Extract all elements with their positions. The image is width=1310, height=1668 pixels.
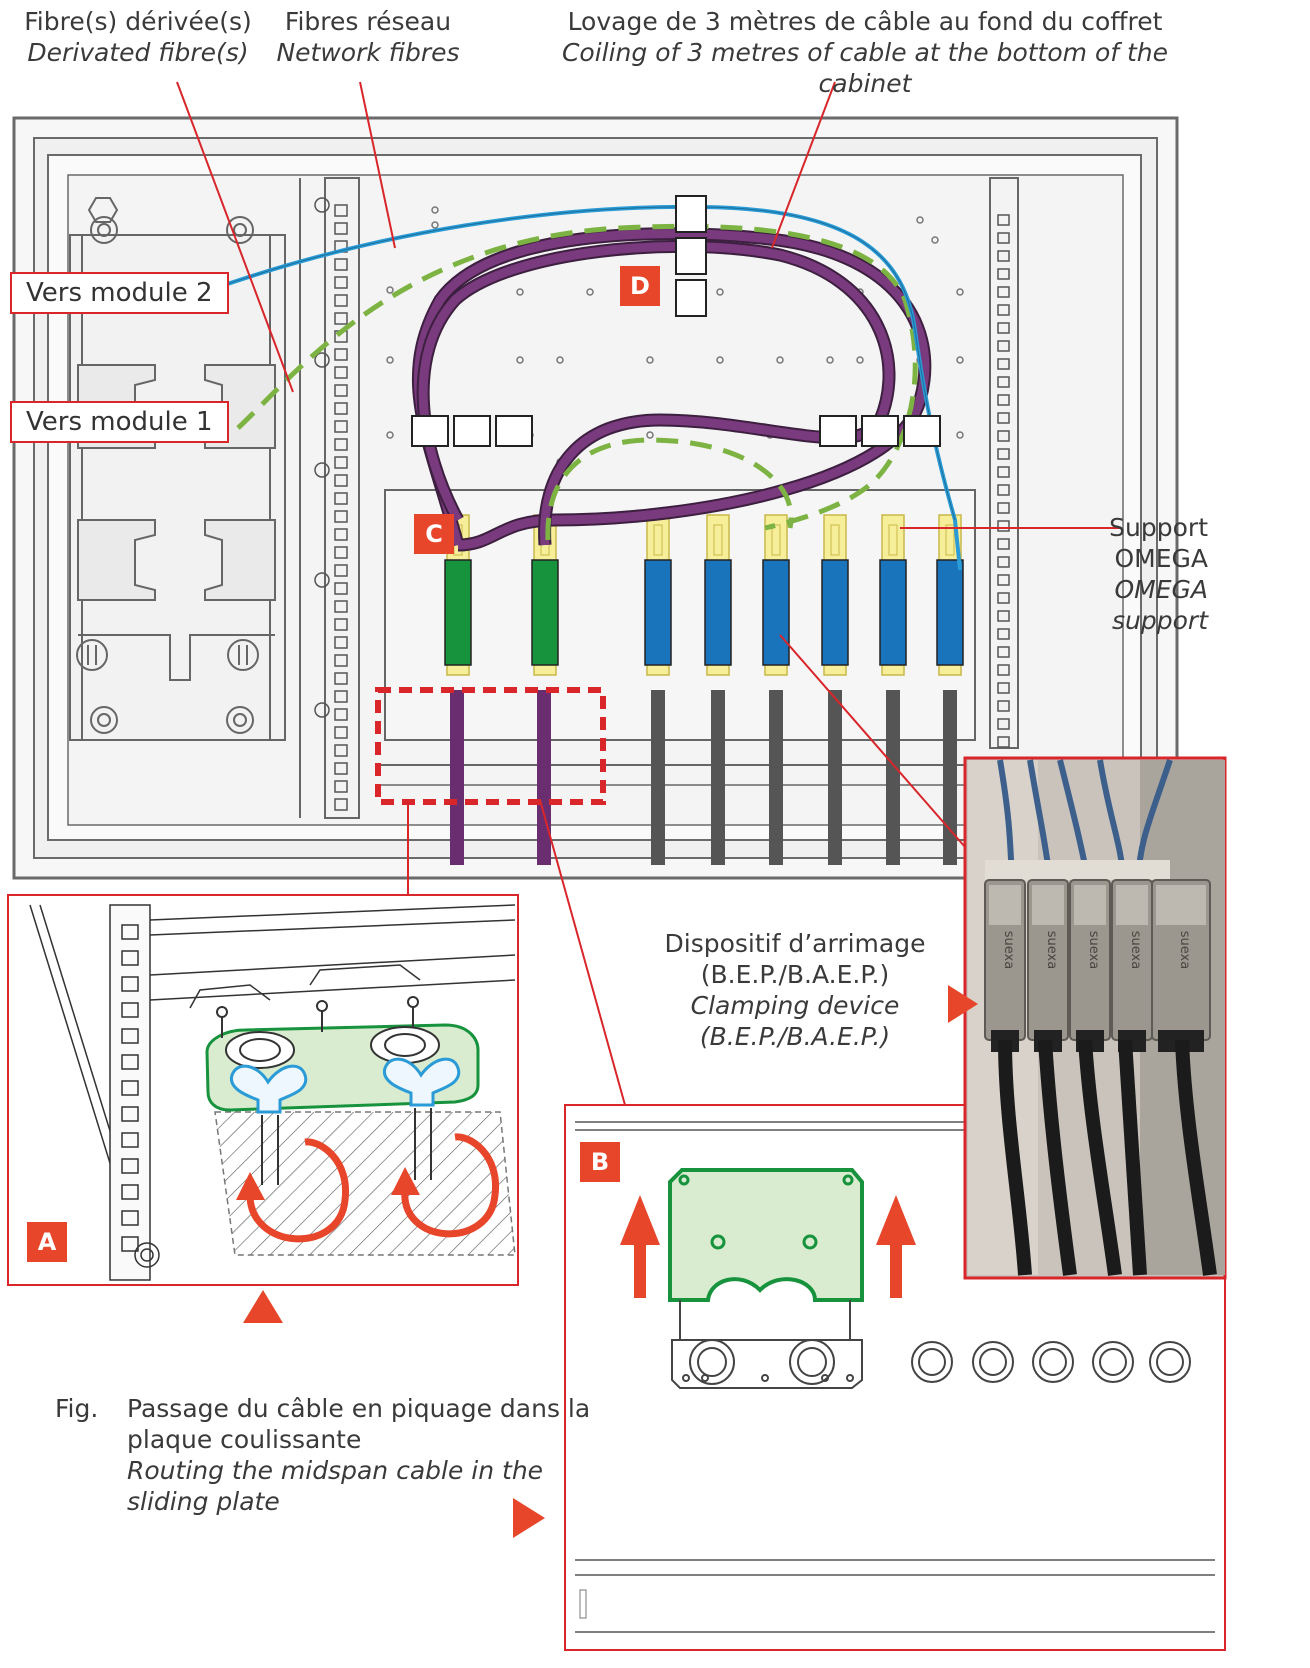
clamp-photo: suexa suexa suexa suexa suexa [963,756,1227,1280]
omega-en-2: support [1112,606,1208,635]
network-fibre-label: Fibres réseau Network fibres [268,6,468,68]
clamp-fr-1: Dispositif d’arrimage [664,929,926,958]
caption-en: Routing the midspan cable in the sliding… [127,1456,544,1516]
pointer-arrows [243,985,978,1538]
to-module-2-label: Vers module 2 [10,272,229,314]
caption-fr: Passage du câble en piquage dans la plaq… [127,1394,591,1454]
derived-fibre-en: Derivated fibre(s) [27,38,249,67]
svg-text:suexa: suexa [1177,931,1192,969]
svg-text:suexa: suexa [1044,931,1059,969]
derived-fibre-label: Fibre(s) dérivée(s) Derivated fibre(s) [8,6,268,68]
derived-fibre-path [236,223,918,541]
clamp-fr-2: (B.E.P./B.A.E.P.) [700,960,890,989]
detail-a-panel [7,894,519,1286]
caption-fig: Fig. [55,1394,99,1423]
tag-b: B [580,1142,620,1182]
clamp-en-1: Clamping device [690,991,900,1020]
coiling-fr: Lovage de 3 mètres de câble au fond du c… [567,7,1163,36]
exit-cables [450,690,957,865]
right-rail [989,177,1019,749]
cable-coil [411,227,932,552]
coil-clips [411,195,941,447]
tag-a: A [27,1222,67,1262]
left-rail [299,177,360,819]
svg-text:suexa: suexa [1086,931,1101,969]
omega-supports [444,514,964,676]
tag-c: C [414,514,454,554]
clamping-device-label: Dispositif d’arrimage (B.E.P./B.A.E.P.) … [650,928,940,1052]
omega-en-1: OMEGA [1114,575,1208,604]
detail-selection-box [375,687,606,805]
omega-fr-1: Support [1109,513,1208,542]
network-fibre-en: Network fibres [276,38,460,67]
network-fibre-fr: Fibres réseau [284,7,452,36]
svg-text:suexa: suexa [1001,931,1016,969]
coiling-label: Lovage de 3 mètres de câble au fond du c… [525,6,1205,99]
callout-lines [176,81,1120,1106]
clamp-plate [384,489,976,741]
svg-text:suexa: suexa [1128,931,1143,969]
omega-fr-2: OMEGA [1114,544,1208,573]
omega-support-label: Support OMEGA OMEGA support [1080,512,1208,636]
coiling-en: Coiling of 3 metres of cable at the bott… [561,38,1169,98]
clamp-en-2: (B.E.P./B.A.E.P.) [699,1022,891,1051]
tag-d: D [620,266,660,306]
detail-b-panel [564,1104,1226,1651]
derived-fibre-fr: Fibre(s) dérivée(s) [24,7,252,36]
to-module-1-label: Vers module 1 [10,401,229,443]
